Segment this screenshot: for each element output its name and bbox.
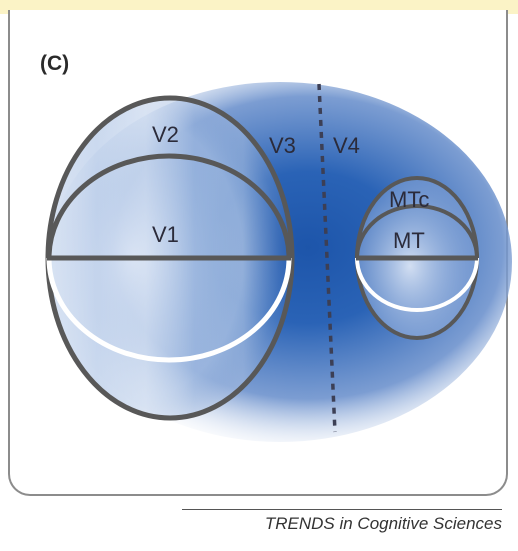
v1-upper-arc	[46, 153, 292, 259]
label-v2: V2	[152, 122, 179, 147]
label-v1: V1	[152, 222, 179, 247]
label-v4: V4	[333, 133, 360, 158]
label-v3: V3	[269, 133, 296, 158]
label-mtc: MTc	[389, 187, 429, 212]
mt-lower-arc	[355, 257, 479, 312]
mt-upper-arc	[355, 204, 479, 259]
credit-rule	[182, 509, 502, 510]
panel-label: (C)	[40, 52, 70, 75]
label-mt: MT	[393, 228, 425, 253]
v3-v4-boundary	[317, 83, 337, 433]
v1-lower-arc	[46, 257, 292, 363]
journal-credit: TRENDS in Cognitive Sciences	[264, 514, 502, 533]
